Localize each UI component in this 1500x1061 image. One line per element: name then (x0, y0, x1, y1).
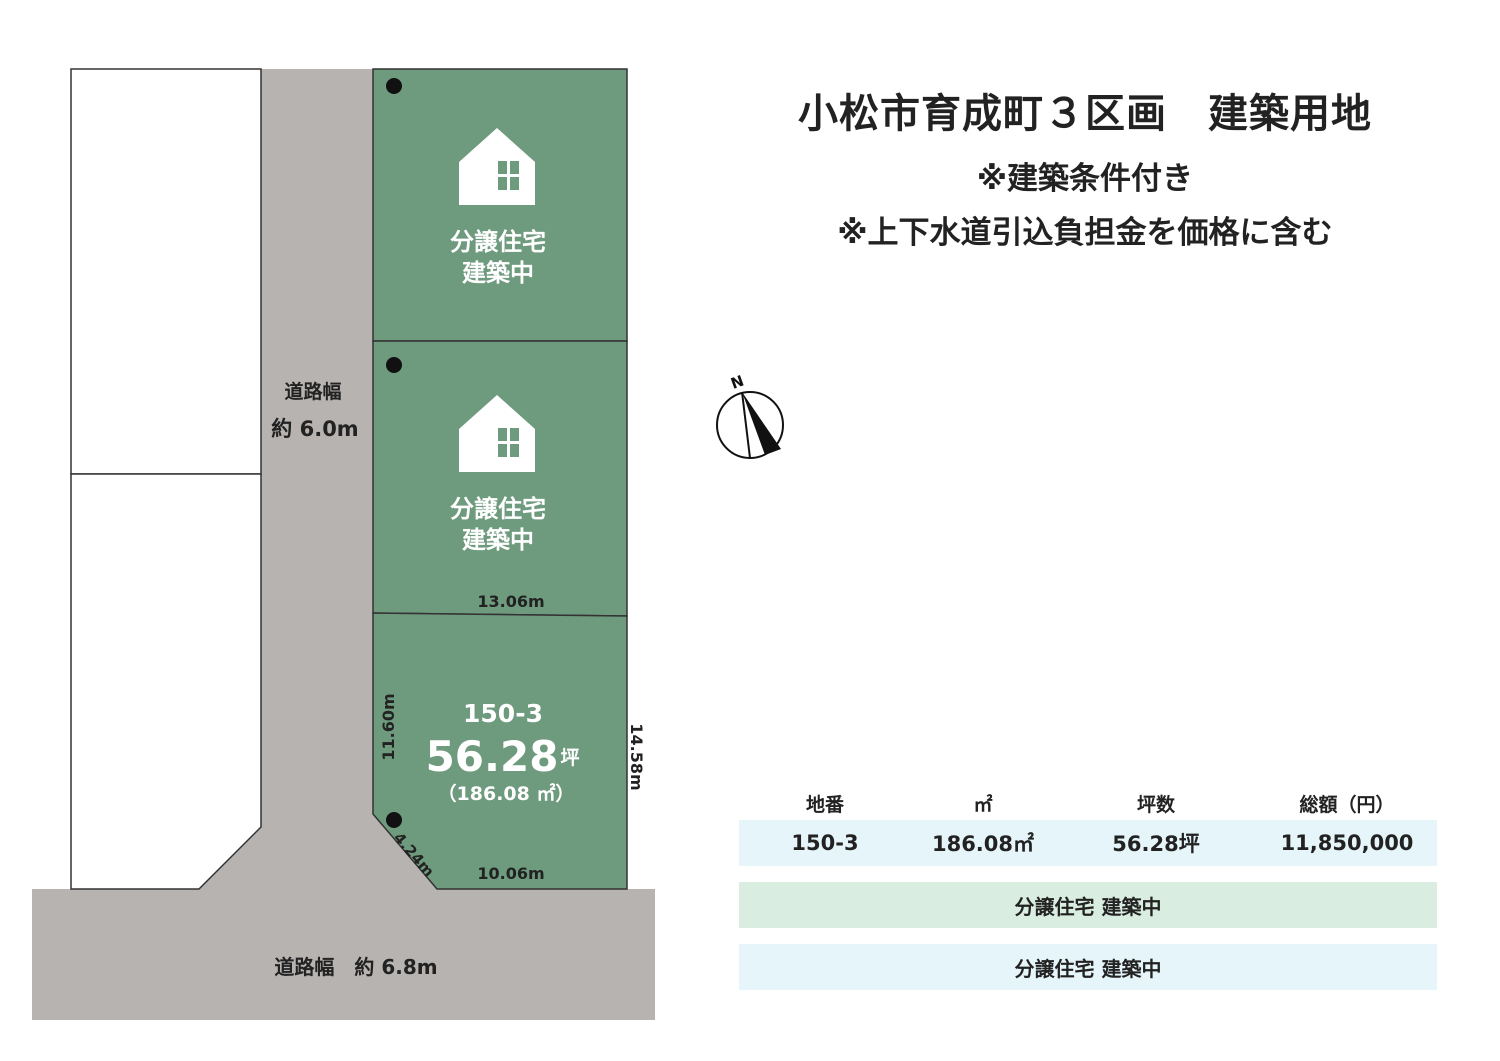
compass-icon: N (716, 372, 784, 459)
header-sqm: ㎡ (973, 793, 993, 816)
side-road (199, 69, 437, 889)
cell-tsubo: 56.28坪 (1112, 832, 1200, 856)
status-row: 分譲住宅 建築中 (739, 882, 1437, 928)
dim-top: 13.06m (477, 592, 544, 611)
cell-lot-number: 150-3 (791, 831, 859, 855)
lot-info-table: 地番 ㎡ 坪数 総額（円） 150-3 186.08㎡ 56.28坪 11,85… (739, 786, 1437, 990)
table-row[interactable]: 150-3 186.08㎡ 56.28坪 11,850,000 (739, 820, 1437, 866)
marker-dot (386, 812, 402, 828)
cell-sqm: 186.08㎡ (931, 832, 1035, 856)
side-road-label: 道路幅 (284, 380, 341, 403)
header-total-price: 総額（円） (1299, 793, 1395, 816)
page-title: 小松市育成町３区画 建築用地 (798, 91, 1372, 137)
dim-bottom: 10.06m (477, 864, 544, 883)
marker-dot (386, 357, 402, 373)
condition-note-1: ※建築条件付き (976, 161, 1194, 197)
lot3-number: 150-3 (463, 699, 543, 728)
lot3-sqm: （186.08 ㎡） (438, 782, 575, 805)
header-lot-number: 地番 (805, 793, 844, 816)
lot1-caption-line2: 建築中 (462, 259, 534, 287)
house-icon (459, 395, 535, 472)
cell-total-price: 11,850,000 (1280, 831, 1414, 855)
north-label: N (728, 372, 746, 393)
lot1-caption-line1: 分譲住宅 (450, 228, 546, 256)
marker-dot (386, 78, 402, 94)
table-header: 地番 ㎡ 坪数 総額（円） (739, 786, 1437, 820)
bottom-road (32, 889, 655, 1020)
lot3-tsubo: 56.28 (426, 732, 559, 781)
condition-note-2: ※上下水道引込負担金を価格に含む (837, 215, 1333, 251)
dim-left: 11.60m (379, 693, 398, 760)
dim-right: 14.58m (627, 723, 646, 790)
lot-3[interactable] (372, 612, 628, 890)
house-icon (459, 128, 535, 205)
bottom-road-label: 道路幅 約 6.8m (274, 955, 437, 979)
lot-2[interactable] (372, 340, 628, 617)
side-road-width: 約 6.0m (271, 417, 358, 441)
header-tsubo: 坪数 (1136, 793, 1175, 816)
lot2-caption-line2: 建築中 (462, 526, 534, 554)
neighbor-parcel-north (70, 68, 262, 475)
lot2-caption-line1: 分譲住宅 (450, 495, 546, 523)
header: 小松市育成町３区画 建築用地 ※建築条件付き ※上下水道引込負担金を価格に含む (700, 86, 1470, 258)
status-row: 分譲住宅 建築中 (739, 944, 1437, 990)
lot3-tsubo-unit: 坪 (560, 747, 579, 769)
neighbor-parcel-south (70, 473, 262, 890)
